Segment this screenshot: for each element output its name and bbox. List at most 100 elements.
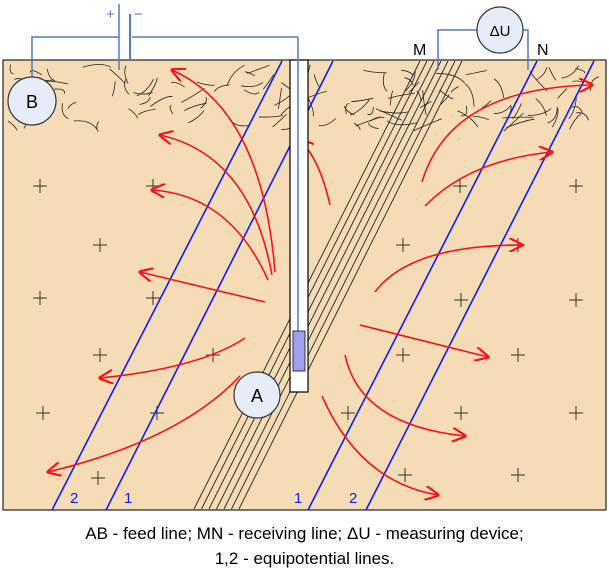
texture-stroke [258,115,284,118]
cross-symbol [511,468,525,482]
texture-stroke [169,105,174,115]
texture-stroke [124,78,130,95]
texture-stroke [561,65,579,79]
texture-stroke [96,121,100,132]
fault-zone-hatching [193,60,463,510]
measuring-device: ΔU [476,6,524,54]
texture-stroke [244,71,256,77]
current-arrow [140,272,266,303]
texture-stroke [535,67,548,81]
texture-stroke [419,101,432,109]
equipotential-label-right-1: 1 [294,490,302,507]
texture-stroke [188,110,205,124]
cross-symbol [398,468,412,482]
texture-stroke [363,69,387,74]
electrode-a: A [233,371,281,419]
texture-stroke [466,70,487,76]
fault-line [216,60,442,510]
fault-line [231,60,456,510]
texture-stroke [353,122,361,130]
battery-minus-label: − [134,6,143,23]
texture-stroke [247,65,270,74]
texture-stroke [318,118,337,127]
cross-symbol [569,293,583,307]
texture-stroke [464,83,475,107]
fault-line [238,60,463,510]
texture-stroke [61,103,69,119]
texture-stroke [535,98,547,116]
fault-line [208,60,435,510]
texture-stroke [139,96,151,105]
cross-symbol [569,406,583,420]
texture-stroke [493,78,505,98]
cross-symbol [396,238,410,252]
texture-stroke [387,92,415,99]
texture-stroke [440,94,450,105]
equipotential-line-right-2 [365,60,595,511]
texture-stroke [413,118,442,132]
fault-line [223,60,449,510]
texture-stroke [227,64,245,86]
cross-symbol [396,348,410,362]
cross-symbol [93,348,107,362]
cross-symbol [453,179,467,193]
fault-line [201,60,428,510]
texture-stroke [241,81,264,88]
texture-stroke [82,64,112,68]
texture-stroke [527,108,552,116]
battery-plus-label: + [106,6,115,23]
texture-stroke [29,70,43,76]
texture-stroke [136,79,154,97]
texture-stroke [343,105,355,116]
equipotential-label-left-2: 2 [70,490,78,507]
texture-stroke [200,96,207,109]
cross-symbol [91,471,105,485]
texture-stroke [54,88,66,94]
electrical-prospecting-diagram: + − ΔU M N B A 2 1 1 2 [2,4,607,511]
texture-stroke [548,67,557,81]
texture-stroke [349,99,370,116]
texture-stroke [472,115,489,120]
measuring-device-label: ΔU [490,23,511,40]
current-arrow [344,354,465,436]
texture-stroke [307,97,314,117]
texture-stroke [383,72,388,92]
texture-stroke [502,116,534,119]
electrode-a-label: A [251,386,263,406]
electrode-n-label: N [537,42,549,59]
texture-stroke [181,87,205,103]
current-arrow [172,70,276,273]
texture-stroke [460,105,468,117]
caption-line-2: 1,2 - equipotential lines. [214,549,395,568]
equipotential-label-left-1: 1 [124,490,132,507]
current-arrow [152,190,269,281]
equipotential-line-right-1 [307,60,538,511]
texture-stroke [503,112,524,132]
texture-stroke [436,73,466,84]
texture-stroke [109,68,126,84]
texture-stroke [171,82,185,88]
texture-stroke [439,89,454,99]
texture-stroke [568,97,577,120]
electrode-b: B [7,76,57,126]
texture-stroke [367,106,374,116]
texture-stroke [243,89,260,95]
texture-stroke [569,113,581,130]
current-arrow [321,395,438,495]
texture-stroke [405,71,416,92]
cross-symbol [93,238,107,252]
cross-symbol [454,406,468,420]
receiving-line-wiring [437,29,529,70]
texture-stroke [552,108,559,128]
caption-line-1: AB - feed line; MN - receiving line; ΔU … [85,524,524,543]
texture-stroke [493,104,512,115]
equipotential-line-left-2 [51,60,283,511]
texture-stroke [389,90,394,106]
texture-stroke [133,91,153,95]
texture-stroke [112,81,116,97]
texture-stroke [351,97,374,103]
texture-stroke [150,96,173,107]
texture-stroke [183,102,207,112]
texture-stroke [278,87,282,110]
texture-stroke [575,68,586,74]
